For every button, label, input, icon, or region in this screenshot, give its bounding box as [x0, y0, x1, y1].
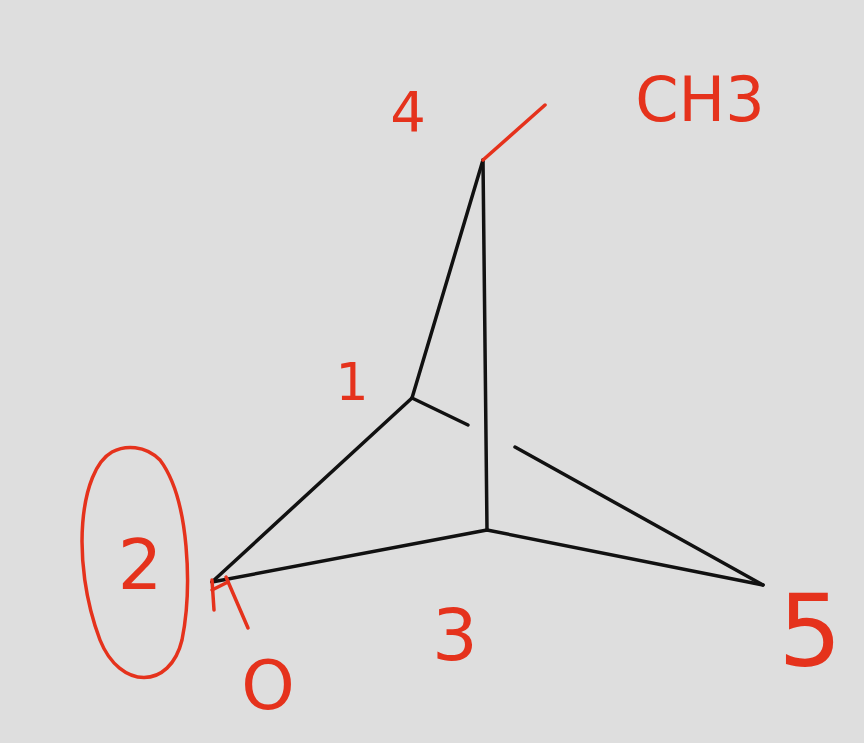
atom-label: 2	[118, 530, 163, 600]
atom-label: CH3	[635, 69, 764, 131]
atom-label: 3	[432, 599, 478, 671]
atom-label: 1	[335, 356, 368, 408]
atom-label: O	[241, 652, 295, 720]
atom-label: 5	[778, 582, 842, 682]
atom-label: 4	[390, 84, 426, 140]
